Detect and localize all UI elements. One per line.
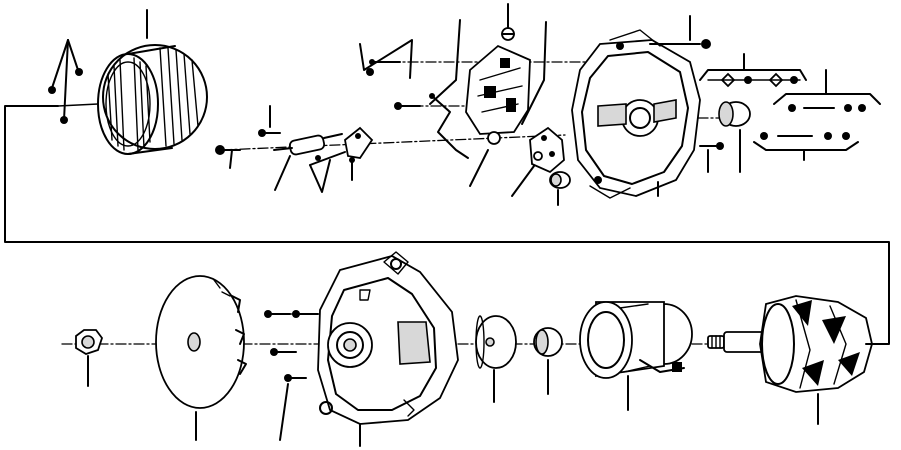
bracket-small — [309, 126, 374, 166]
bearing-sleeve — [718, 101, 751, 127]
rotor — [707, 295, 879, 393]
terminal-set-lower — [753, 132, 859, 151]
regulator — [465, 27, 531, 145]
axis-top-main — [221, 134, 566, 151]
front-bolts — [264, 310, 319, 382]
terminal-set-upper — [699, 69, 807, 88]
stator-ring — [97, 44, 208, 155]
callout-clip — [469, 149, 489, 187]
diode-holder — [273, 133, 343, 156]
screw-upper — [258, 129, 281, 137]
spacer-collar — [475, 315, 517, 369]
brush-plate — [529, 126, 565, 174]
callout-bracket — [309, 159, 331, 193]
fan — [155, 275, 247, 409]
front-housing — [317, 251, 459, 425]
callout-screw-left — [229, 149, 233, 169]
rear-housing — [571, 29, 701, 199]
callout-diode — [274, 155, 291, 191]
screw-housing — [699, 142, 724, 150]
pulley-nut — [75, 329, 104, 355]
stator-leads — [48, 39, 99, 124]
callout-screw-pair — [359, 39, 413, 79]
through-bolt-top — [649, 39, 711, 49]
screw-left — [215, 145, 241, 155]
bushing-small — [549, 171, 571, 189]
callout-regulator-right — [521, 21, 547, 125]
connector-frame — [4, 105, 890, 345]
callout-front-bolts — [279, 383, 289, 441]
terminal-set-middle — [773, 93, 881, 112]
bearing — [533, 327, 563, 357]
spring-clip — [429, 93, 469, 159]
stator-winding — [579, 301, 693, 379]
screw-pair — [366, 59, 421, 110]
callout-brush-plate — [511, 165, 535, 197]
callout-regulator-left — [429, 19, 461, 105]
